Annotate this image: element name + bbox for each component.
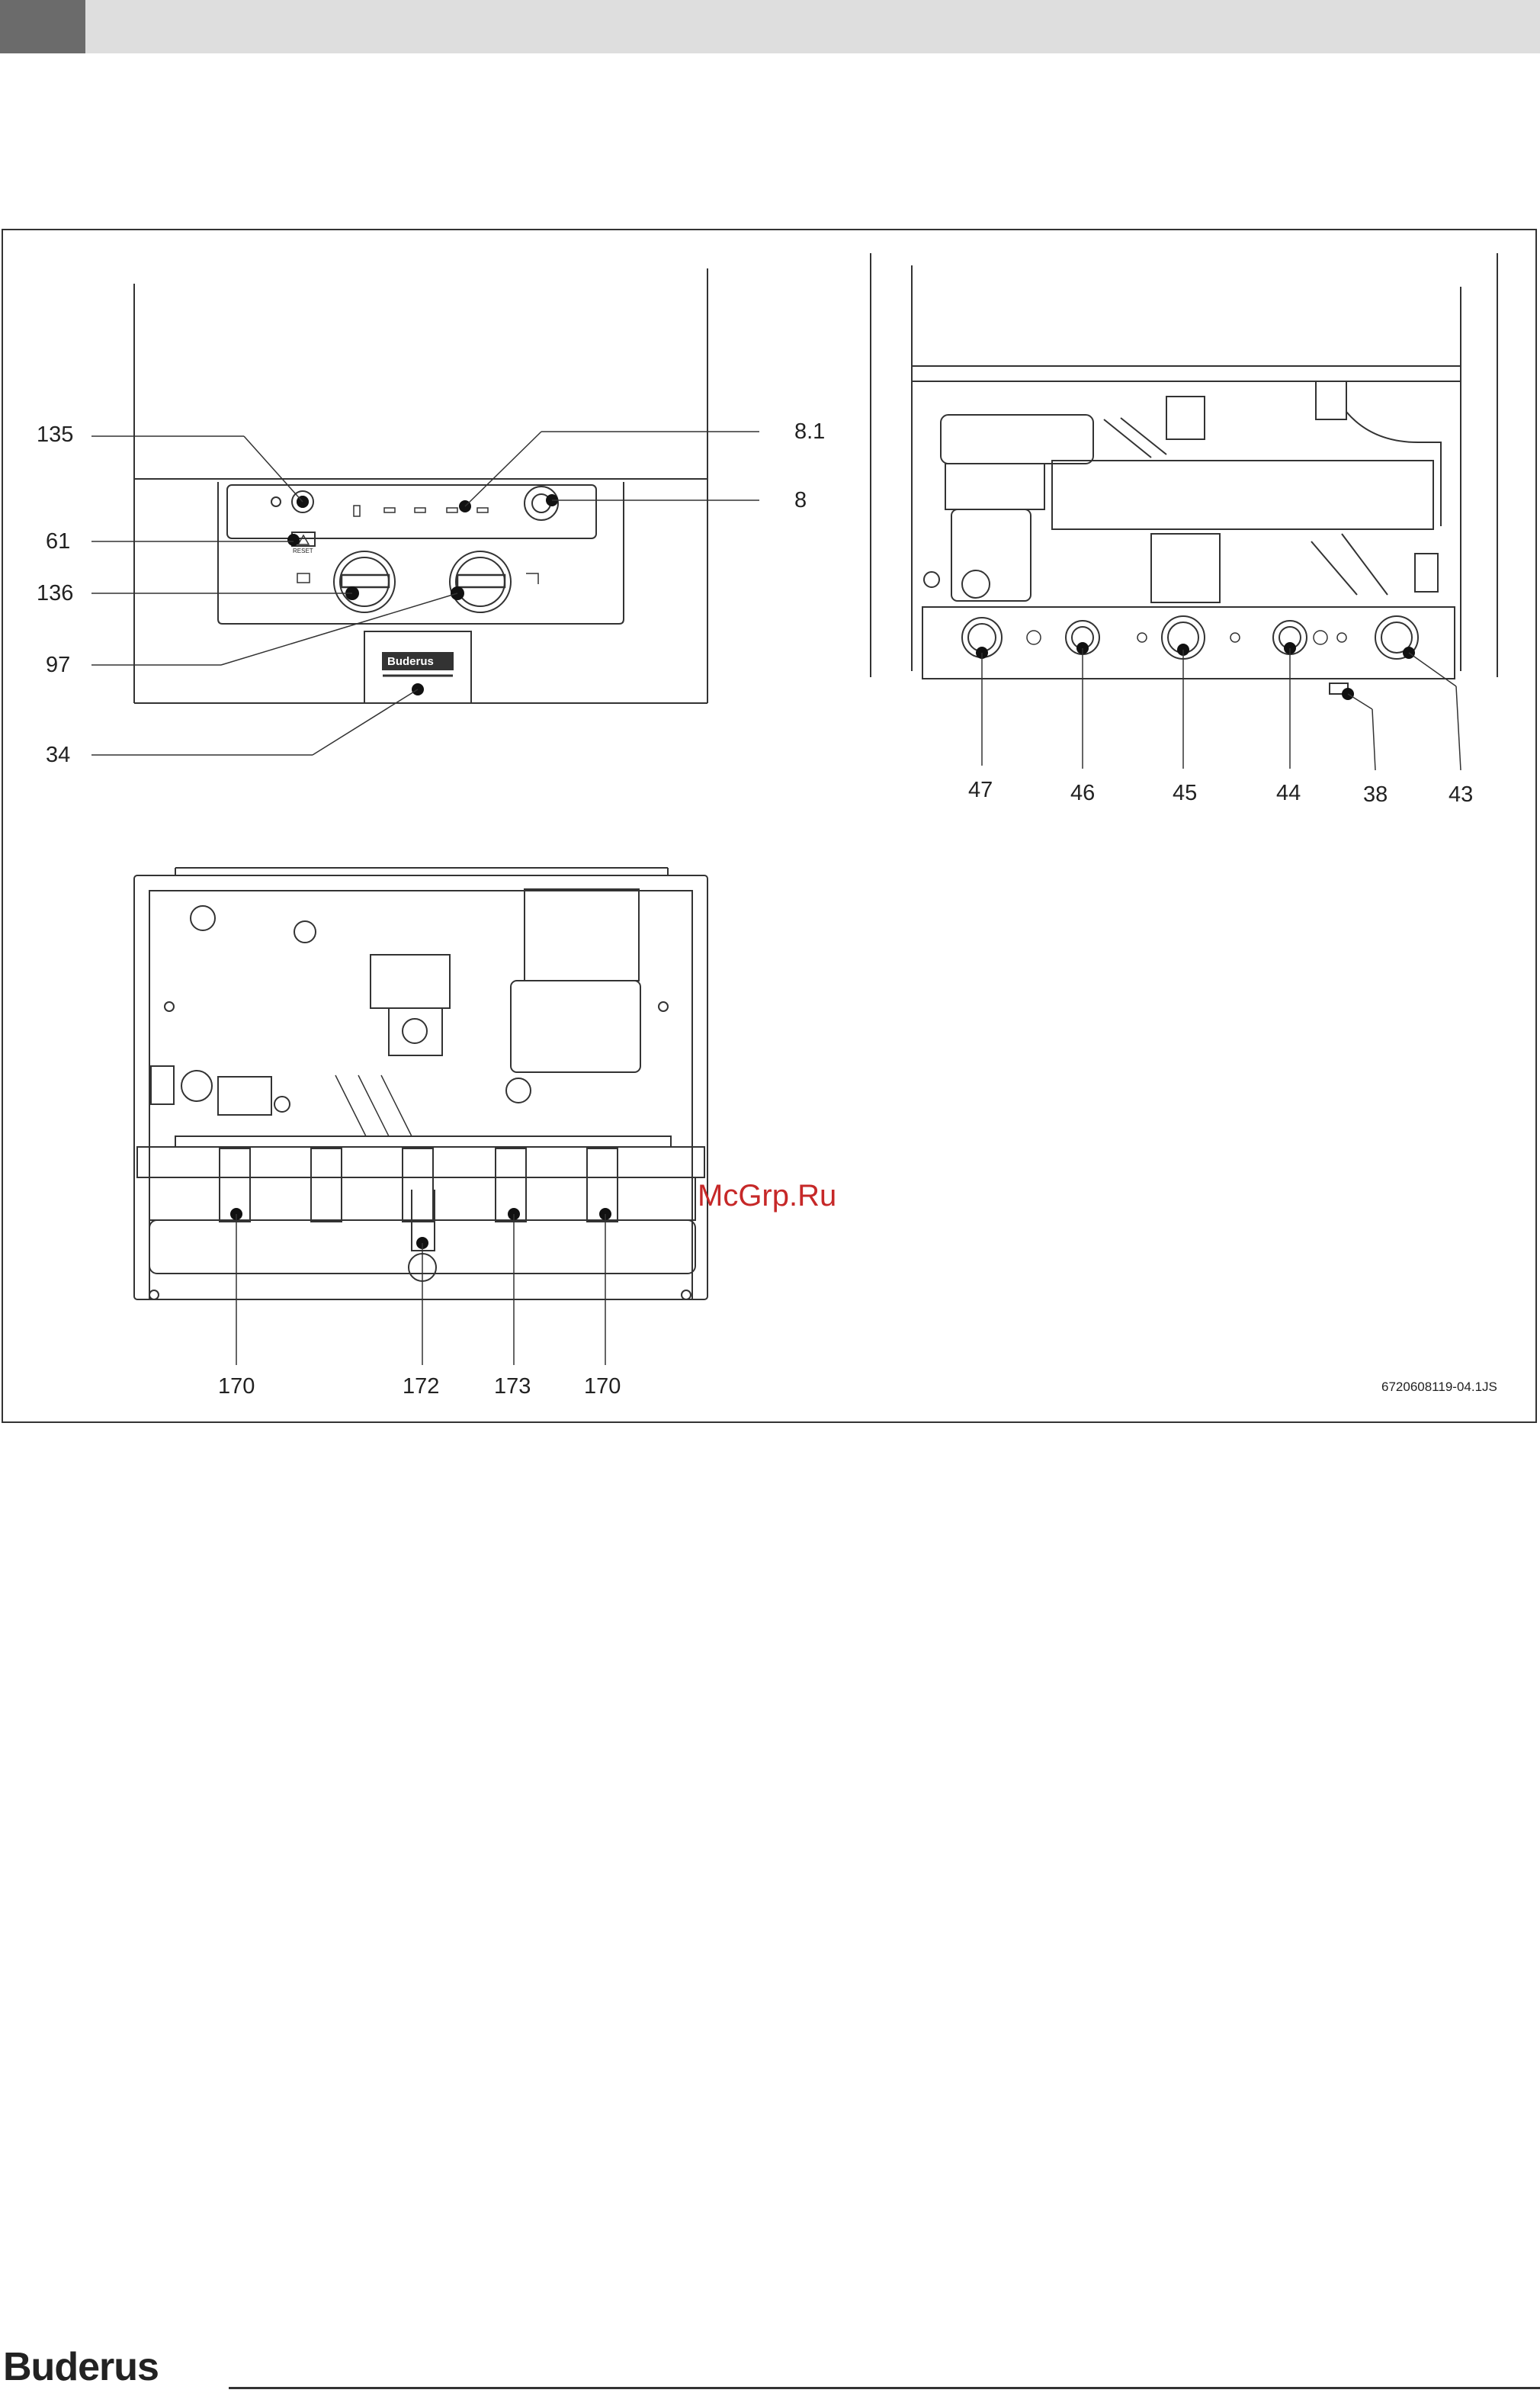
callout-47: 47: [968, 779, 993, 801]
reset-label: RESET: [293, 548, 313, 554]
front-view: [91, 268, 759, 755]
callout-44: 44: [1276, 782, 1301, 805]
callout-172: 172: [403, 1376, 439, 1398]
callout-135: 135: [37, 424, 73, 446]
callout-136: 136: [37, 583, 73, 605]
callout-170-right: 170: [584, 1376, 621, 1398]
callout-61: 61: [46, 531, 70, 553]
footer-rule: [229, 2387, 1540, 2389]
callout-170-left: 170: [218, 1376, 255, 1398]
callout-34: 34: [46, 744, 70, 766]
callout-43: 43: [1449, 784, 1473, 806]
connections-view: [871, 253, 1497, 770]
footer-brand-logo: Buderus: [3, 2347, 159, 2387]
callout-97: 97: [46, 654, 70, 676]
callout-45: 45: [1173, 782, 1197, 805]
figure-id: 6720608119-04.1JS: [1381, 1380, 1497, 1393]
bottom-view: [134, 868, 707, 1365]
panel-brand-logo: Buderus: [387, 656, 434, 667]
callout-8-1: 8.1: [794, 421, 825, 443]
watermark: McGrp.Ru: [698, 1180, 836, 1211]
callout-38: 38: [1363, 784, 1388, 806]
callout-46: 46: [1070, 782, 1095, 805]
callout-173: 173: [494, 1376, 531, 1398]
callout-8: 8: [794, 490, 807, 512]
